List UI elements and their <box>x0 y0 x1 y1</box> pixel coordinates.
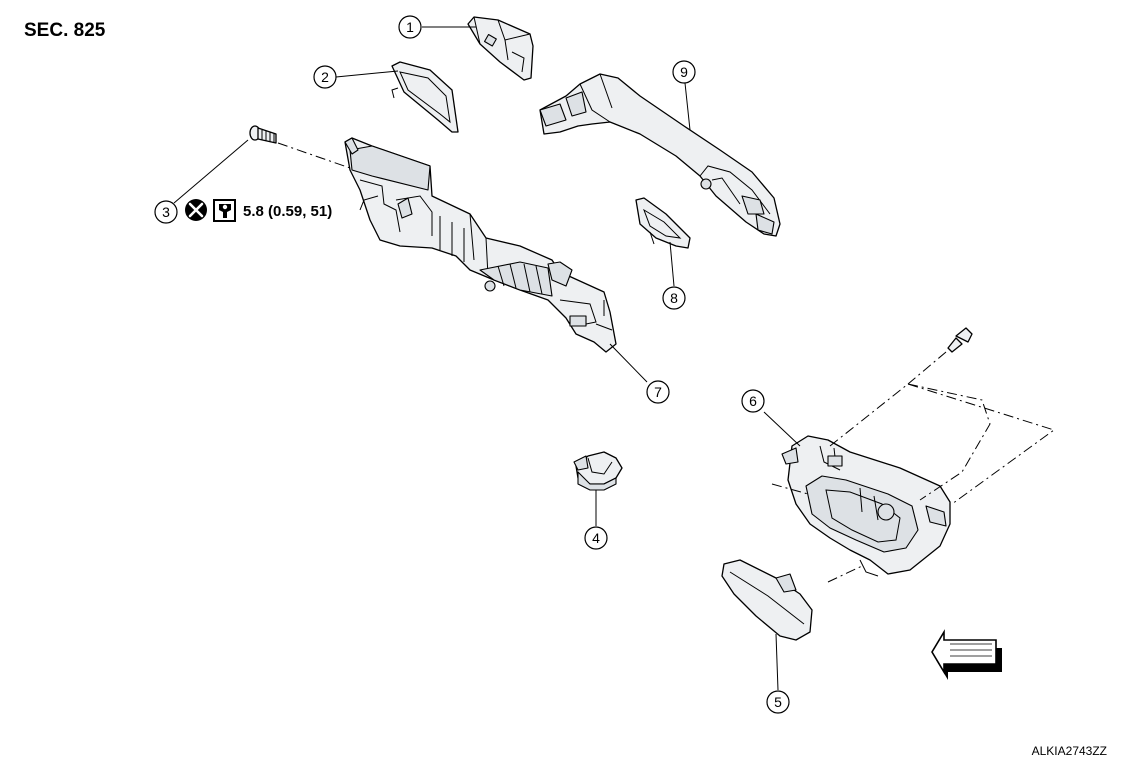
callout-7: 7 <box>646 380 670 404</box>
part-7-handle-frame <box>344 137 617 353</box>
front-arrow-icon <box>931 629 1002 680</box>
part-1-handle-cover <box>467 16 534 81</box>
torque-value: 5.8 (0.59, 51) <box>243 203 332 220</box>
callout-5: 5 <box>766 690 790 714</box>
leader-lines <box>173 26 801 691</box>
torque-wrench-icon <box>213 199 236 222</box>
svg-text:7: 7 <box>654 384 662 400</box>
callout-9: 9 <box>672 60 696 84</box>
part-3-screw <box>249 125 351 169</box>
svg-text:1: 1 <box>406 19 414 35</box>
callout-8: 8 <box>662 286 686 310</box>
part-9-outside-handle <box>539 73 781 237</box>
svg-text:2: 2 <box>321 69 329 85</box>
callout-4: 4 <box>584 526 608 550</box>
do-not-reuse-icon <box>185 199 207 221</box>
part-6-mounting-screw <box>907 327 973 385</box>
svg-text:6: 6 <box>749 393 757 409</box>
svg-text:9: 9 <box>680 64 688 80</box>
callout-3: 3 <box>154 200 178 224</box>
svg-text:3: 3 <box>162 204 170 220</box>
part-5-cap <box>721 559 813 641</box>
svg-text:8: 8 <box>670 290 678 306</box>
figure-id: ALKIA2743ZZ <box>1032 744 1107 758</box>
callout-1: 1 <box>398 15 422 39</box>
callout-6: 6 <box>741 389 765 413</box>
svg-text:4: 4 <box>592 530 600 546</box>
section-label: SEC. 825 <box>24 20 106 41</box>
part-4-clip <box>573 451 623 491</box>
callout-2: 2 <box>313 65 337 89</box>
svg-text:5: 5 <box>774 694 782 710</box>
part-6-escutcheon <box>771 383 1056 583</box>
part-8-small-gasket <box>635 197 691 249</box>
part-2-gasket <box>391 61 459 133</box>
